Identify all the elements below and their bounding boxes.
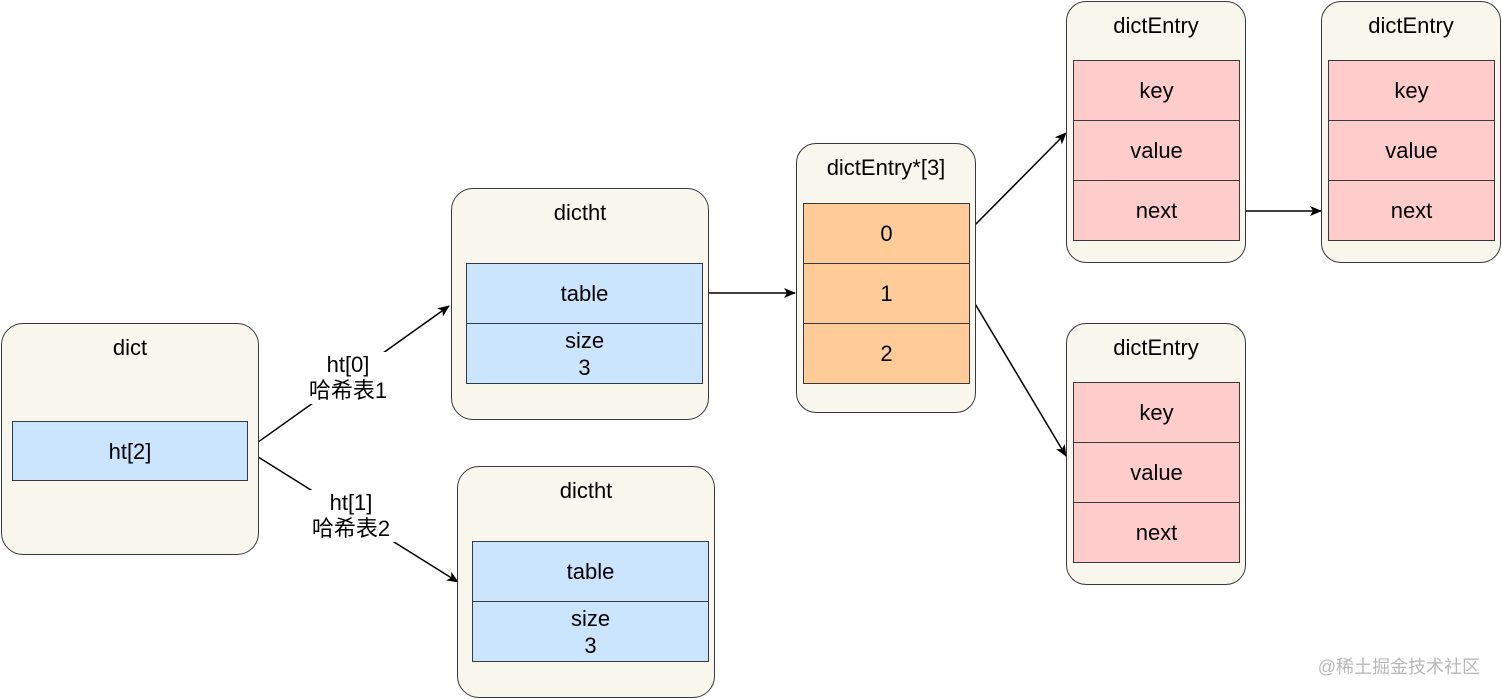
dictht-size-value-0: 3 xyxy=(578,354,591,380)
dict-entry-value-1: value xyxy=(1328,120,1495,181)
dict-entry-key-0: key xyxy=(1073,60,1240,121)
dictht-size-label-0: size xyxy=(564,327,605,353)
dict-entry-title-2: dictEntry xyxy=(1113,335,1199,360)
dictht-container-0: dictht table size 3 xyxy=(451,188,709,420)
edge-label-ht1-line1: ht[1] xyxy=(329,490,373,515)
dict-container: dict ht[2] xyxy=(1,323,259,555)
bucket-slot-1: 1 xyxy=(803,263,970,324)
dictht-title-0: dictht xyxy=(553,200,607,225)
dict-entry-value-0: value xyxy=(1073,120,1240,181)
dict-entry-container-0: dictEntry key value next xyxy=(1066,1,1246,263)
bucket-array-title: dictEntry*[3] xyxy=(826,155,946,180)
edge-label-ht1: ht[1] 哈希表2 xyxy=(303,490,399,542)
watermark: @稀土掘金技术社区 xyxy=(1317,657,1480,677)
bucket-slot-2: 2 xyxy=(803,323,970,384)
edge-label-ht0: ht[0] 哈希表1 xyxy=(300,352,396,404)
dict-entry-title-0: dictEntry xyxy=(1113,13,1199,38)
dict-entry-container-2: dictEntry key value next xyxy=(1066,323,1246,585)
dict-title: dict xyxy=(112,335,148,360)
dictht-size-value-1: 3 xyxy=(584,632,597,658)
dictht-size-label-1: size xyxy=(570,605,611,631)
dict-entry-next-2: next xyxy=(1073,502,1240,563)
dict-entry-next-1: next xyxy=(1328,180,1495,241)
dict-entry-next-0: next xyxy=(1073,180,1240,241)
edge-bucket1-to-entry xyxy=(967,291,1067,457)
bucket-slot-0: 0 xyxy=(803,203,970,264)
edge-bucket0-to-entry xyxy=(967,132,1067,233)
dict-entry-container-1: dictEntry key value next xyxy=(1321,1,1501,263)
dict-ht-field: ht[2] xyxy=(12,421,248,481)
edge-label-ht0-line1: ht[0] xyxy=(326,352,370,377)
bucket-array-container: dictEntry*[3] 0 1 2 xyxy=(796,143,976,413)
dictht-container-1: dictht table size 3 xyxy=(457,466,715,698)
dict-entry-key-1: key xyxy=(1328,60,1495,121)
dict-entry-value-2: value xyxy=(1073,442,1240,503)
dictht-table-field-0: table xyxy=(466,263,703,324)
dictht-title-1: dictht xyxy=(559,478,613,503)
dictht-table-field-1: table xyxy=(472,541,709,602)
dict-entry-title-1: dictEntry xyxy=(1368,13,1454,38)
dictht-size-field-0: size 3 xyxy=(466,323,703,384)
dictht-size-field-1: size 3 xyxy=(472,601,709,662)
edge-label-ht1-line2: 哈希表2 xyxy=(311,516,391,541)
edge-label-ht0-line2: 哈希表1 xyxy=(308,378,388,403)
dict-entry-key-2: key xyxy=(1073,382,1240,443)
